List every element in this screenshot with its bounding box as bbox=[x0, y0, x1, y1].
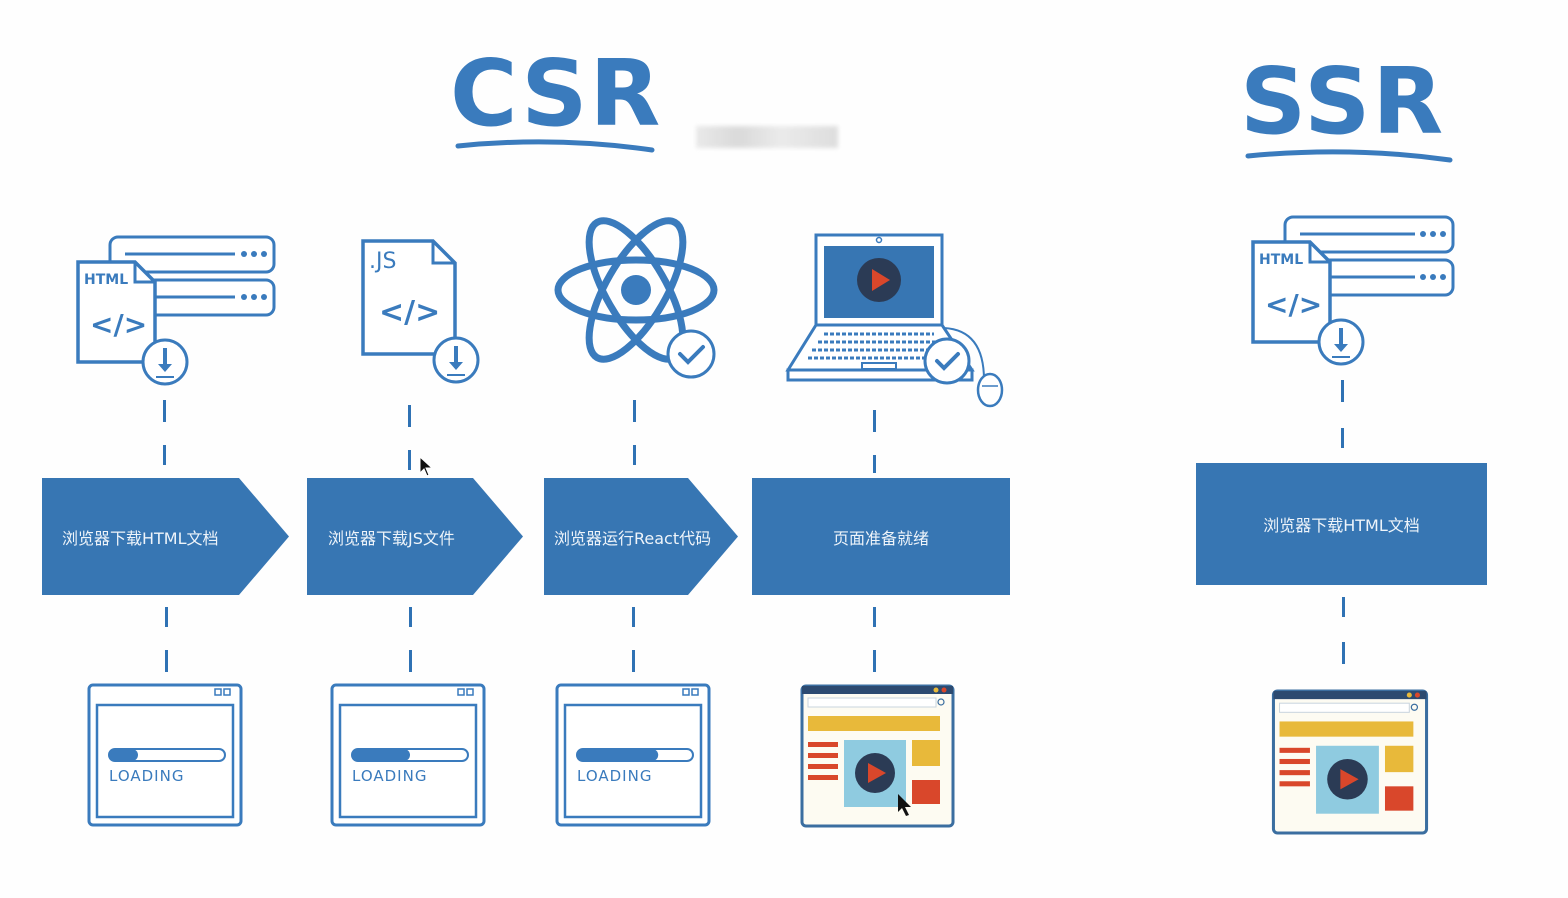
connector-dash bbox=[633, 445, 636, 465]
code-glyph: </> bbox=[379, 295, 440, 330]
connector-dash bbox=[632, 650, 635, 672]
csr-title: CSR bbox=[450, 40, 663, 147]
connector-dash bbox=[873, 607, 876, 627]
connector-dash bbox=[632, 607, 635, 627]
js-file-label: .JS bbox=[369, 249, 396, 274]
connector-dash bbox=[633, 400, 636, 422]
progress-fill bbox=[352, 749, 410, 761]
connector-dash bbox=[873, 455, 876, 473]
progress-fill bbox=[109, 749, 138, 761]
step-label: 浏览器下载HTML文档 bbox=[1263, 516, 1420, 535]
csr-step-2: 浏览器下载JS文件 bbox=[307, 478, 523, 595]
connector-dash bbox=[1341, 380, 1344, 402]
connector-dash bbox=[1342, 642, 1345, 664]
connector-dash bbox=[873, 410, 876, 432]
ready-webpage-icon bbox=[1271, 689, 1429, 835]
connector-dash bbox=[1341, 428, 1344, 448]
progress-fill bbox=[577, 749, 659, 761]
connector-dash bbox=[165, 607, 168, 627]
csr-step-1: 浏览器下载HTML文档 bbox=[42, 478, 289, 595]
connector-dash bbox=[165, 650, 168, 672]
step-label: 浏览器运行React代码 bbox=[554, 528, 712, 548]
html-file-label: HTML bbox=[84, 272, 128, 288]
blurred-watermark bbox=[696, 126, 838, 148]
loading-screen-3: LOADING bbox=[555, 683, 711, 827]
code-glyph: </> bbox=[1265, 288, 1322, 321]
mouse-cursor-icon bbox=[419, 456, 434, 477]
csr-step-3: 浏览器运行React代码 bbox=[544, 478, 738, 595]
loading-screen-2: LOADING bbox=[330, 683, 486, 827]
connector-dash bbox=[1342, 597, 1345, 617]
react-check-icon bbox=[554, 217, 718, 379]
connector-dash bbox=[409, 650, 412, 672]
connector-dash bbox=[408, 450, 411, 470]
ssr-title: SSR bbox=[1240, 48, 1446, 155]
html-download-icon: HTML </> bbox=[76, 235, 276, 386]
connector-dash bbox=[163, 445, 166, 465]
loading-text: LOADING bbox=[352, 767, 427, 785]
laptop-check-icon bbox=[785, 233, 1004, 408]
loading-text: LOADING bbox=[577, 767, 652, 785]
connector-dash bbox=[163, 400, 166, 422]
js-download-icon: .JS </> bbox=[361, 239, 480, 384]
code-glyph: </> bbox=[90, 308, 147, 341]
ssr-step-1: 浏览器下载HTML文档 bbox=[1196, 463, 1487, 585]
step-label: 浏览器下载HTML文档 bbox=[62, 528, 219, 548]
csr-title-underline bbox=[455, 139, 655, 153]
connector-dash bbox=[873, 650, 876, 672]
loading-screen-1: LOADING bbox=[87, 683, 243, 827]
html-file-label: HTML bbox=[1259, 252, 1303, 268]
ready-webpage-icon bbox=[800, 684, 955, 828]
step-label: 页面准备就绪 bbox=[832, 528, 929, 548]
step-label: 浏览器下载JS文件 bbox=[328, 528, 455, 548]
csr-step-4: 页面准备就绪 bbox=[752, 478, 1010, 595]
connector-dash bbox=[409, 607, 412, 627]
loading-text: LOADING bbox=[109, 767, 184, 785]
connector-dash bbox=[408, 405, 411, 427]
ssr-title-underline bbox=[1245, 149, 1453, 163]
html-download-icon: HTML </> bbox=[1251, 215, 1455, 366]
